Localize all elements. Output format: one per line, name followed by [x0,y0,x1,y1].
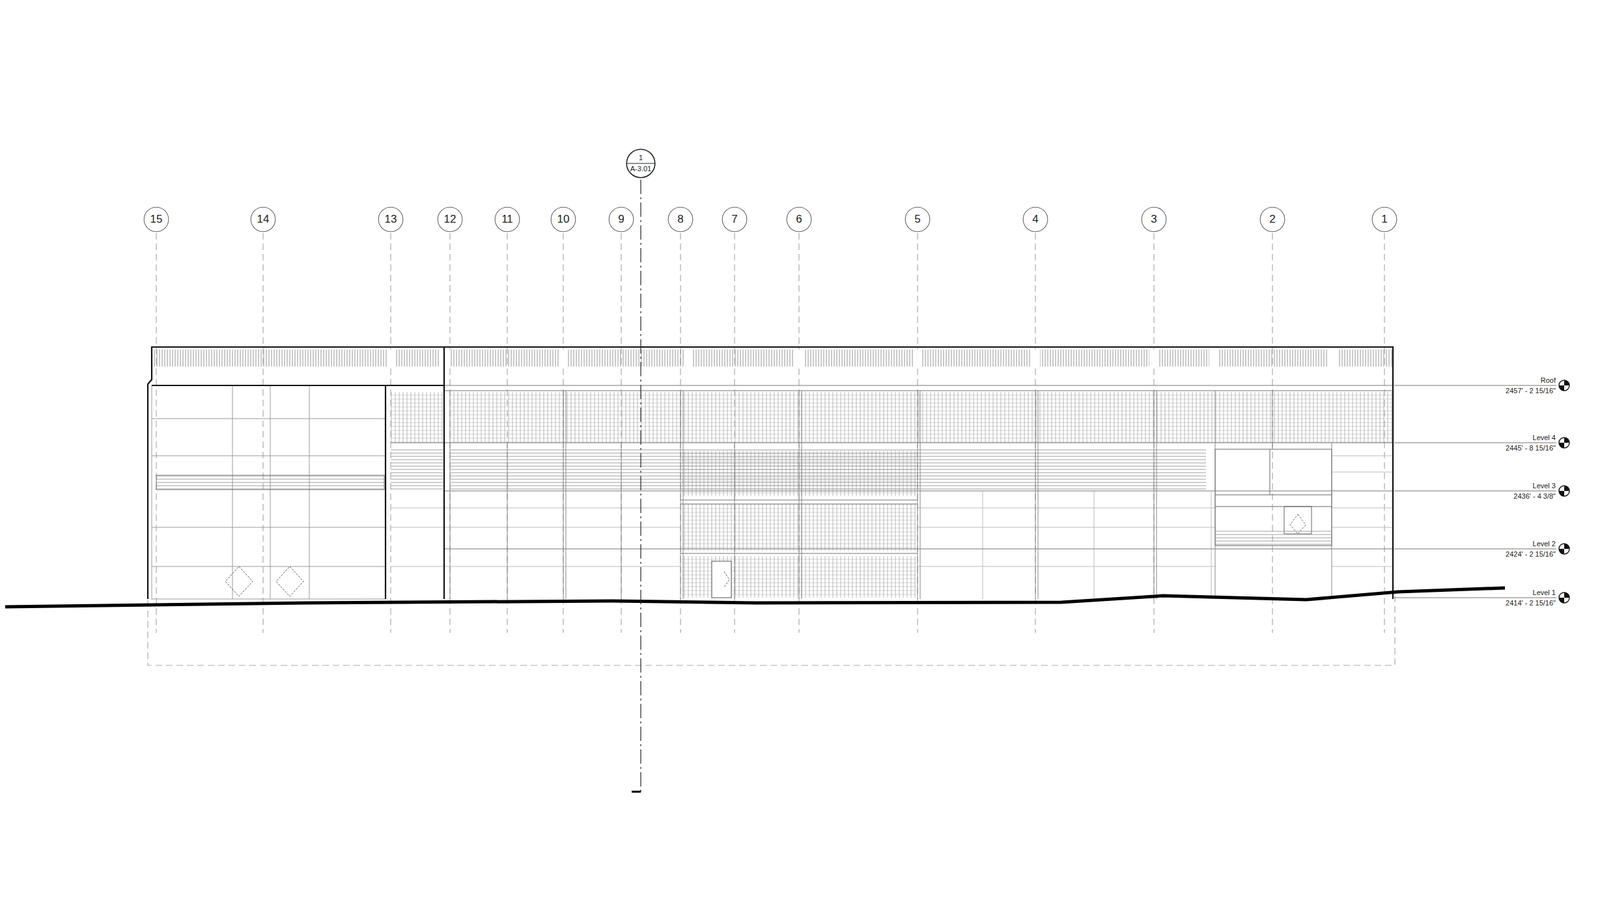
door [711,561,732,598]
grid-bubble: 14 [250,206,277,233]
ground-line [5,588,1505,607]
section-number: 1 [625,153,656,163]
grid-number: 14 [250,206,277,233]
grid-number: 15 [143,206,170,233]
canopy [156,475,385,490]
grid-bubble: 4 [1022,206,1049,233]
grid-number: 7 [721,206,748,233]
grid-bubble: 12 [436,206,464,233]
upper-screen [390,392,443,443]
grid-number: 3 [1140,206,1167,233]
bubble-outline [625,148,656,179]
level-elevation: 2445' - 8 15/16" [1505,444,1556,452]
parapet-screen [151,349,1393,367]
level-name: Roof [1540,376,1556,385]
grid-bubble: 13 [377,206,404,233]
level-elevation: 2436' - 4 3/8" [1513,492,1556,501]
level-elevation: 2424' - 2 15/16" [1505,550,1556,559]
grid-number: 12 [436,206,464,233]
level-name: Level 4 [1532,433,1556,442]
grid-number: 1 [1371,206,1398,233]
level-name: Level 2 [1532,539,1556,548]
grid-number: 2 [1259,206,1286,233]
grid-bubble: 9 [608,206,635,233]
level-lines [1394,385,1557,598]
grid-bubble: 15 [143,206,170,233]
grid-number: 10 [550,206,577,233]
panel-joints [390,455,1393,600]
doors [225,566,304,597]
grid-number: 4 [1022,206,1049,233]
level-elevation: 2457' - 2 15/16" [1505,386,1556,395]
corner-window [1215,449,1332,546]
columns [449,390,1332,600]
section-tick [631,791,641,794]
foundation-outline [147,593,1395,666]
grid-number: 9 [608,206,635,233]
balcony-rail [1215,528,1332,546]
grid-number: 11 [494,206,521,233]
grid-bubble: 11 [494,206,521,233]
floor-lines [390,385,1393,554]
grid-bubble: 6 [785,206,813,233]
level-name: Level 3 [1532,481,1556,490]
level-elevation: 2414' - 2 15/16" [1505,599,1556,607]
grid-bubble: 5 [904,206,931,233]
section-marker: 1A-3.01 [625,148,656,179]
grid-bubble: 10 [550,206,577,233]
grid-bubble: 1 [1371,206,1398,233]
louvers [390,449,443,490]
grid-bubble: 2 [1259,206,1286,233]
grid-number: 5 [904,206,931,233]
grid-bubble: 7 [721,206,748,233]
grid-bubble: 8 [667,206,694,233]
grid-number: 6 [785,206,813,233]
level-name: Level 1 [1532,588,1556,597]
grid-number: 8 [667,206,694,233]
upper-screen [450,392,1393,443]
level-symbols [1558,380,1570,604]
sheet-number: A-3.01 [625,164,656,174]
parapet-piers [386,349,1338,367]
grid-number: 13 [377,206,404,233]
left-block-panels [151,385,386,600]
grid-bubble: 3 [1140,206,1167,233]
building-outline [147,347,1393,600]
section-line [640,179,641,792]
